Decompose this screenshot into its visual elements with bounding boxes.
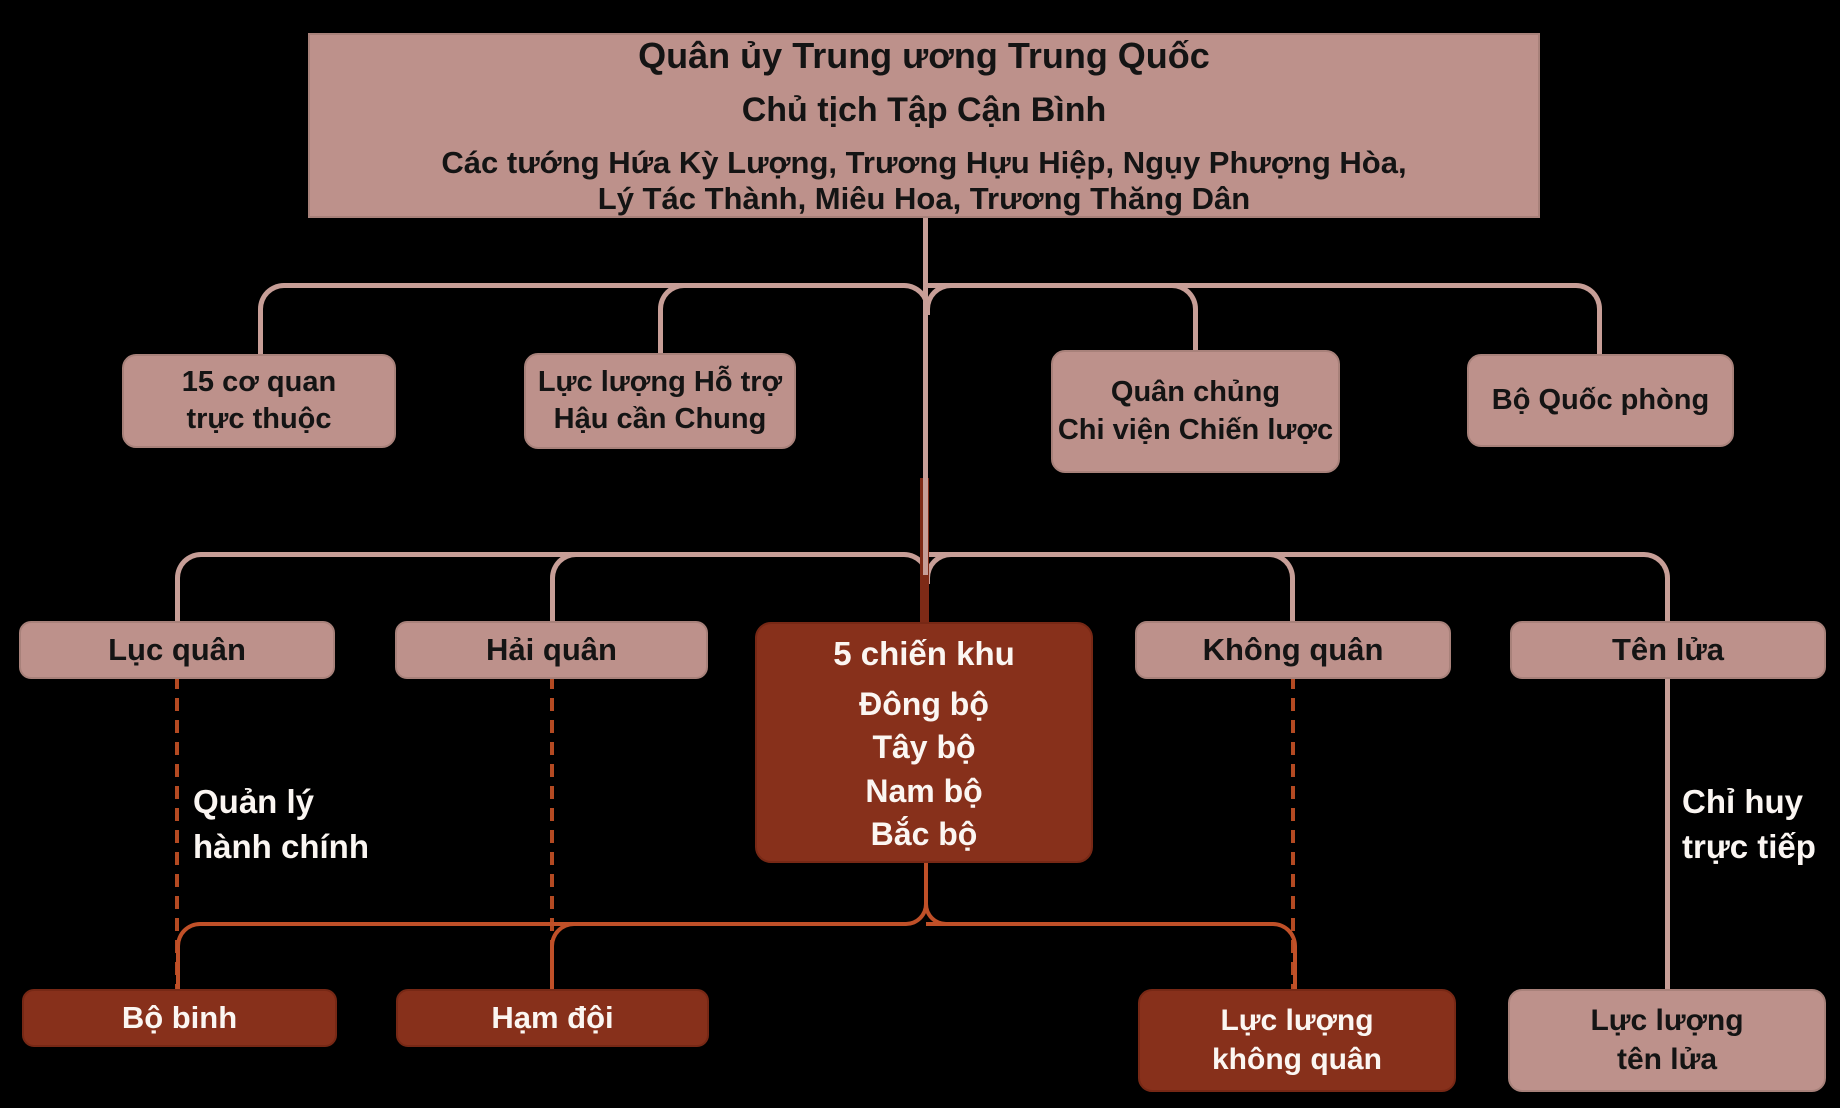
- theater-title: 5 chiến khu: [833, 635, 1015, 672]
- connector-l3-drop-airforce: [1251, 552, 1295, 623]
- box-strategic-support-force: Quân chủng Chi viện Chiến lược: [1051, 350, 1340, 473]
- connector-l2-right-branch: [928, 283, 1602, 356]
- connector-l3-left-branch: [175, 552, 902, 623]
- box-rocket-force-branch: Lực lượng tên lửa: [1508, 989, 1826, 1092]
- box-air-force-branch: Lực lượng không quân: [1138, 989, 1456, 1092]
- connector-l2-drop-logistics: [658, 283, 704, 355]
- connector-l3-right-branch: [928, 552, 1670, 623]
- connector-l4-left-branch: [176, 922, 898, 990]
- theater-region-west: Tây bộ: [872, 729, 976, 766]
- connector-l2-drop-strategic: [1154, 283, 1198, 352]
- theater-region-north: Bắc bộ: [870, 815, 978, 852]
- box-navy: Hải quân: [395, 621, 708, 679]
- connector-l4-stub-left-flare: [884, 863, 928, 926]
- box-defense-ministry: Bộ Quốc phòng: [1467, 354, 1734, 447]
- connector-l4-stub-right-flare: [924, 863, 968, 926]
- root-generals-line1: Các tướng Hứa Kỳ Lượng, Trương Hựu Hiệp,…: [441, 144, 1407, 180]
- box-fleet: Hạm đội: [396, 989, 709, 1047]
- theater-region-south: Nam bộ: [865, 772, 983, 809]
- box-army: Lục quân: [19, 621, 335, 679]
- root-chairman: Chủ tịch Tập Cận Bình: [741, 91, 1107, 130]
- direct-command-line-rocket: [1665, 675, 1670, 991]
- dashed-line-navy-fleet: [550, 676, 554, 991]
- box-theater-commands: 5 chiến khu Đông bộ Tây bộ Nam bộ Bắc bộ: [755, 622, 1093, 863]
- dashed-line-airforce-branch: [1291, 676, 1295, 991]
- theater-region-east: Đông bộ: [859, 686, 989, 723]
- box-joint-logistics-support: Lực lượng Hỗ trợ Hậu cần Chung: [524, 353, 796, 449]
- connector-l4-drop-fleet: [550, 922, 596, 990]
- label-direct-command: Chỉ huy trực tiếp: [1682, 783, 1816, 865]
- connector-l3-drop-navy: [550, 552, 596, 623]
- connector-l2-left-branch: [258, 283, 902, 356]
- connector-l4-right-branch: [926, 922, 1297, 990]
- box-air-force: Không quân: [1135, 621, 1451, 679]
- dashed-line-army-infantry: [175, 676, 179, 991]
- connector-root-vertical: [923, 218, 928, 575]
- box-15-agencies: 15 cơ quan trực thuộc: [122, 354, 396, 448]
- box-infantry: Bộ binh: [22, 989, 337, 1047]
- box-rocket: Tên lửa: [1510, 621, 1826, 679]
- label-administrative-management: Quản lý hành chính: [193, 783, 369, 865]
- root-box-central-military-commission: Quân ủy Trung ương Trung Quốc Chủ tịch T…: [308, 33, 1540, 218]
- root-generals-line2: Lý Tác Thành, Miêu Hoa, Trương Thăng Dân: [597, 181, 1251, 217]
- root-title: Quân ủy Trung ương Trung Quốc: [638, 35, 1210, 77]
